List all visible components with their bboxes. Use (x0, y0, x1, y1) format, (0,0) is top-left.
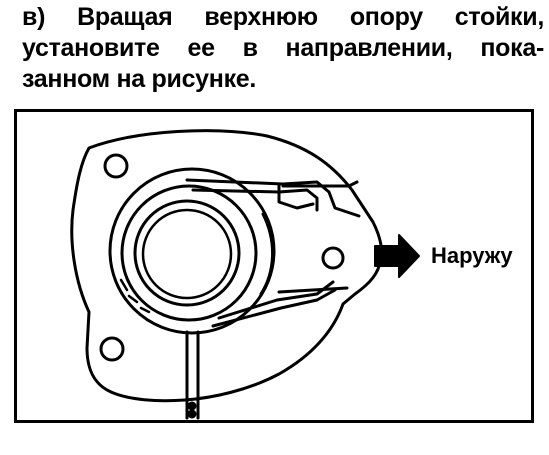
instruction-line-1: в) Вращая верхнюю опору стойки, (22, 3, 544, 31)
mount-plate-outline (70, 129, 383, 403)
mount-arm-flange (277, 184, 315, 210)
bearing-center-bore (141, 208, 233, 300)
slot-dot-1 (187, 401, 197, 411)
bolt-hole-bottom-left (99, 336, 125, 362)
bearing-inner-ring (133, 199, 241, 307)
mount-arm-bottom (211, 288, 337, 328)
bearing-mid-ring (120, 184, 258, 322)
direction-label: Наружу (431, 243, 513, 268)
strut-mount-figure: Наружу (14, 109, 534, 423)
ring-hatch (119, 278, 151, 314)
bolt-hole-right (321, 246, 345, 270)
bearing-outer-ring (108, 167, 276, 335)
instruction-line-2: установите ее в направлении, пока- (22, 34, 544, 62)
mount-tab-bottom (277, 286, 349, 294)
instruction-text: в) Вращая верхнюю опору стойки, установи… (22, 2, 544, 95)
instruction-line-3: занном на рисунке. (22, 65, 257, 93)
bolt-hole-top-left (103, 153, 129, 179)
mount-tab (281, 180, 359, 188)
slot-dot-2 (187, 409, 197, 419)
arrow-right-icon (374, 234, 420, 278)
strut-top-mount-drawing (70, 129, 420, 420)
